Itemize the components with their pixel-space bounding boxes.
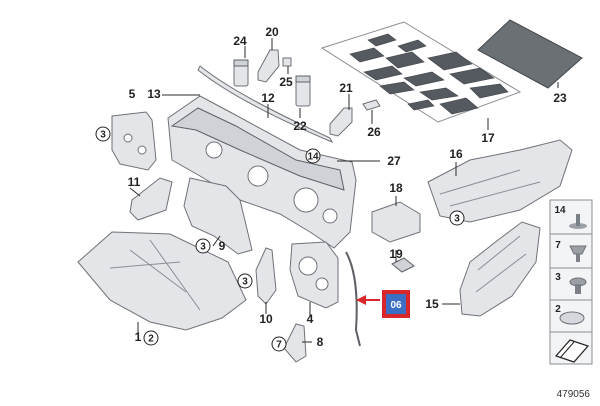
circle-label-3-d: 3 [449, 210, 465, 226]
part-21[interactable] [329, 107, 353, 137]
part-25[interactable] [282, 57, 292, 67]
part-12[interactable] [197, 65, 334, 143]
label-16: 16 [449, 147, 463, 161]
label-17: 17 [481, 131, 495, 145]
label-8: 8 [317, 335, 324, 349]
svg-text:3: 3 [100, 130, 106, 141]
label-19: 19 [389, 247, 403, 261]
number-labels: 24 20 25 13 5 12 21 22 26 17 23 27 16 11… [128, 25, 567, 349]
part-4[interactable] [289, 241, 339, 309]
legend-tile-3[interactable]: 3 [549, 267, 593, 301]
legend-tile-3-label: 3 [555, 272, 561, 283]
label-25: 25 [279, 75, 293, 89]
part-18[interactable] [371, 201, 421, 243]
label-26: 26 [367, 125, 381, 139]
svg-text:3: 3 [200, 242, 206, 253]
label-23: 23 [553, 91, 567, 105]
legend-tile-14-label: 14 [554, 205, 566, 216]
label-20: 20 [265, 25, 279, 39]
svg-text:3: 3 [454, 214, 460, 225]
label-9: 9 [219, 239, 226, 253]
part-9[interactable] [183, 177, 253, 255]
label-4: 4 [307, 312, 314, 326]
legend-tile-2-label: 2 [555, 304, 561, 315]
part-23-mat[interactable] [477, 19, 583, 89]
part-17-pad-set[interactable] [320, 21, 522, 123]
circle-label-3-b: 3 [195, 238, 211, 254]
part-1-insulation[interactable] [77, 231, 247, 331]
legend-tile-7[interactable]: 7 [549, 233, 593, 269]
label-24: 24 [233, 34, 247, 48]
svg-text:14: 14 [307, 152, 319, 163]
label-27: 27 [387, 154, 401, 168]
part-26[interactable] [362, 99, 381, 111]
label-11: 11 [128, 175, 141, 189]
label-13: 13 [147, 87, 161, 101]
part-20[interactable] [257, 49, 280, 83]
label-22: 22 [293, 119, 307, 133]
svg-text:2: 2 [148, 334, 154, 345]
part-6-cable[interactable] [345, 251, 361, 347]
part-22[interactable] [295, 75, 311, 107]
legend-tile-mat[interactable] [549, 331, 593, 365]
part-24[interactable] [233, 59, 249, 87]
image-id-label: 479056 [557, 389, 591, 400]
label-18: 18 [389, 181, 403, 195]
part-15[interactable] [459, 221, 541, 317]
part-5[interactable] [111, 111, 157, 171]
part-11[interactable] [129, 177, 173, 221]
part-bulkhead[interactable] [167, 95, 357, 249]
legend-tile-7-label: 7 [555, 240, 561, 251]
highlight-label: 06 [390, 300, 402, 311]
highlight-part-6[interactable]: 06 [356, 290, 410, 318]
label-5: 5 [129, 87, 136, 101]
leader-lines [129, 38, 559, 343]
legend-tile-2[interactable]: 2 [549, 299, 593, 333]
part-8[interactable] [283, 323, 307, 363]
label-10: 10 [259, 312, 273, 326]
label-15: 15 [425, 297, 439, 311]
part-19[interactable] [391, 257, 415, 273]
circled-labels: 3 14 3 3 3 2 7 [95, 126, 465, 352]
circle-label-14: 14 [305, 148, 321, 164]
fastener-legend: 14 7 3 2 [549, 199, 593, 365]
svg-text:3: 3 [242, 277, 248, 288]
circle-label-3-c: 3 [237, 273, 253, 289]
circle-label-3-a: 3 [95, 126, 111, 142]
svg-text:7: 7 [276, 340, 282, 351]
circle-label-2: 2 [143, 330, 159, 346]
label-12: 12 [261, 91, 275, 105]
label-1: 1 [135, 330, 142, 344]
circle-label-7: 7 [271, 336, 287, 352]
label-21: 21 [339, 81, 353, 95]
part-10[interactable] [255, 247, 277, 305]
